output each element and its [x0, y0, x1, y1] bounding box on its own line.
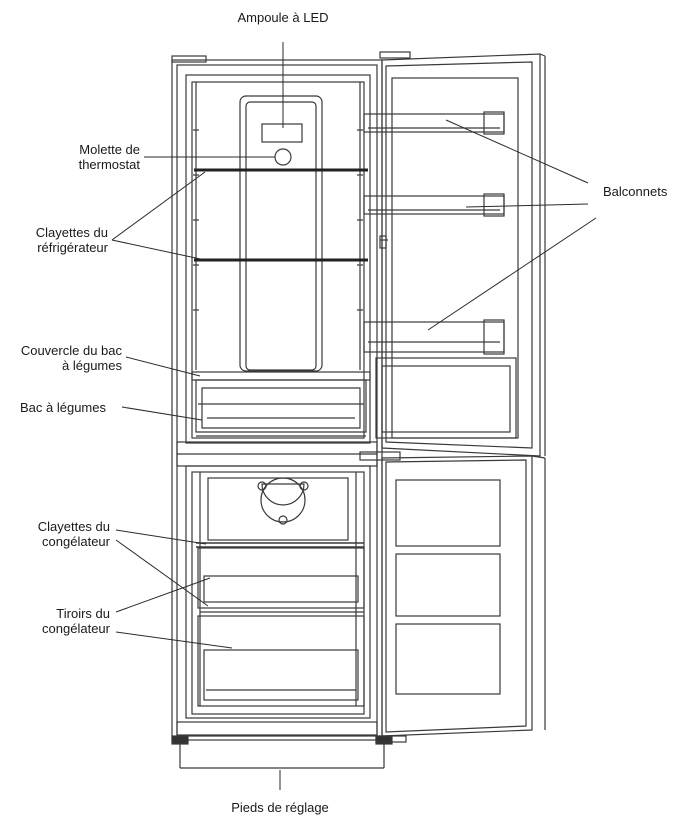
freezer-compartment [185, 465, 371, 719]
fan-icon [260, 477, 306, 523]
label-led-bulb: Ampoule à LED [228, 10, 338, 25]
label-fridge-shelves-line2: réfrigérateur [37, 240, 108, 255]
cabinet-body [171, 55, 383, 741]
label-fridge-shelves: Clayettes du réfrigérateur [10, 225, 108, 255]
label-freezer-shelves: Clayettes du congélateur [10, 519, 110, 549]
label-freezer-shelves-line1: Clayettes du [37, 519, 110, 534]
fridge-door [379, 51, 546, 457]
label-thermostat-line2: thermostat [78, 157, 140, 172]
label-led-bulb-text: Ampoule à LED [237, 10, 329, 25]
door-balcony-3 [363, 319, 517, 439]
fridge-compartment [185, 74, 371, 444]
thermostat-housing [239, 95, 323, 372]
label-crisper-cover-line2: à légumes [62, 358, 122, 373]
label-freezer-drawers-line2: congélateur [42, 621, 110, 636]
label-door-balconies-text: Balconnets [603, 184, 668, 199]
adjustable-feet [171, 735, 393, 769]
freezer-door [359, 451, 546, 743]
fridge-shelves [194, 168, 368, 262]
label-freezer-drawers-line1: Tiroirs du [56, 606, 110, 621]
label-thermostat-line1: Molette de [79, 142, 140, 157]
label-crisper-cover-line1: Couvercle du bac [20, 343, 122, 358]
label-adjustable-feet: Pieds de réglage [212, 800, 348, 815]
freezer-drawer-upper [197, 547, 365, 613]
thermostat-knob-icon [274, 148, 292, 166]
crisper-cover [191, 371, 371, 381]
label-crisper-cover: Couvercle du bac à légumes [2, 343, 122, 373]
leader-lines [111, 42, 597, 790]
label-adjustable-feet-text: Pieds de réglage [231, 800, 329, 815]
door-balcony-1 [363, 111, 505, 135]
label-crisper-text: Bac à légumes [20, 400, 106, 415]
door-balcony-2 [363, 193, 505, 217]
led-bulb-icon [261, 123, 303, 143]
label-door-balconies: Balconnets [603, 184, 683, 199]
crisper-drawer [195, 379, 367, 437]
label-freezer-shelves-line2: congélateur [42, 534, 110, 549]
label-fridge-shelves-line1: Clayettes du [35, 225, 108, 240]
label-thermostat: Molette de thermostat [40, 142, 140, 172]
freezer-shelf [196, 542, 364, 548]
label-crisper: Bac à légumes [20, 400, 124, 415]
freezer-drawer-lower [197, 615, 365, 707]
label-freezer-drawers: Tiroirs du congélateur [10, 606, 110, 636]
